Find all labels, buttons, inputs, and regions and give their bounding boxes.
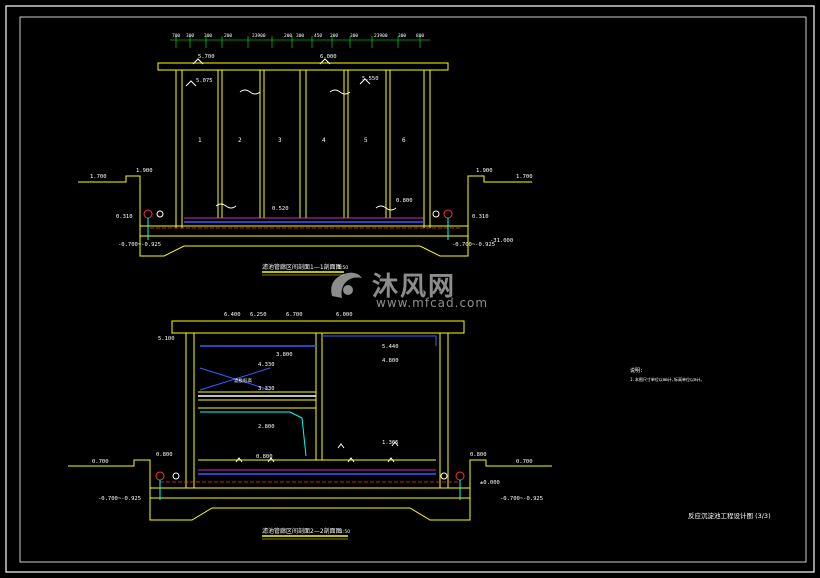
svg-text:200: 200: [330, 33, 338, 39]
svg-text:0.800: 0.800: [256, 454, 273, 460]
svg-text:0.700: 0.700: [516, 459, 533, 465]
svg-text:300: 300: [296, 33, 304, 39]
svg-text:6.000: 6.000: [336, 312, 353, 318]
svg-text:0.800: 0.800: [470, 452, 487, 458]
svg-text:1.700: 1.700: [90, 174, 107, 180]
svg-text:2: 2: [238, 137, 242, 144]
svg-text:1.365: 1.365: [382, 440, 399, 446]
svg-text:3.800: 3.800: [276, 352, 293, 358]
section-2-level-text: 5.100 6.400 6.250 6.700 6.000 5.440 4.80…: [92, 312, 543, 502]
svg-text:6.400: 6.400: [224, 312, 241, 318]
svg-text:300: 300: [204, 33, 212, 39]
watermark-en-text: www.mfcad.com: [376, 296, 489, 310]
svg-text:0.700: 0.700: [92, 459, 109, 465]
svg-text:1.900: 1.900: [136, 168, 153, 174]
svg-text:-0.700~-0.925: -0.700~-0.925: [452, 242, 495, 248]
svg-text:700: 700: [172, 33, 180, 39]
svg-text:0.310: 0.310: [472, 214, 489, 220]
svg-text:1:50: 1:50: [338, 265, 348, 271]
svg-text:4.330: 4.330: [258, 362, 275, 368]
svg-text:-0.700~-0.925: -0.700~-0.925: [98, 496, 141, 502]
svg-text:0.310: 0.310: [116, 214, 133, 220]
svg-text:5.550: 5.550: [362, 76, 379, 82]
svg-text:6: 6: [402, 137, 406, 144]
svg-text:5.100: 5.100: [158, 336, 175, 342]
svg-text:0.800: 0.800: [156, 452, 173, 458]
svg-text:0.520: 0.520: [272, 206, 289, 212]
watermark-cn-text: 沐风网: [372, 272, 457, 302]
svg-text:4.800: 4.800: [382, 358, 399, 364]
svg-text:800: 800: [416, 33, 424, 39]
watermark: 沐风网 www.mfcad.com: [326, 266, 496, 310]
watermark-logo-icon: [331, 272, 362, 298]
svg-text:5.700: 5.700: [198, 54, 215, 60]
svg-text:300: 300: [186, 33, 194, 39]
svg-text:-31.000: -31.000: [490, 238, 513, 244]
svg-text:6.700: 6.700: [286, 312, 303, 318]
svg-text:1: 1: [198, 137, 202, 144]
svg-text:1.900: 1.900: [476, 168, 493, 174]
outer-frame: [5, 5, 815, 573]
svg-text:1:50: 1:50: [340, 529, 350, 535]
svg-text:4: 4: [322, 137, 326, 144]
svg-text:5: 5: [364, 137, 368, 144]
svg-text:3: 3: [278, 137, 282, 144]
svg-text:450: 450: [314, 33, 322, 39]
svg-text:300: 300: [398, 33, 406, 39]
svg-text:23900: 23900: [252, 33, 266, 39]
section-1-dimension-text: 700 300 300 200 23900 200 300 450 200 300 239…: [172, 33, 424, 39]
section-1-title: 滤池管廊区间剖面1—1剖面图 1:50: [262, 263, 348, 276]
drawing-title: 反应沉淀池工程设计图 (3/3): [688, 511, 771, 520]
svg-text:6.250: 6.250: [250, 312, 267, 318]
svg-text:200: 200: [224, 33, 232, 39]
notes-block: 说明: 1.本图尺寸单位以mm计,标高单位以m计。: [630, 367, 704, 382]
svg-text:200: 200: [284, 33, 292, 39]
svg-text:5.440: 5.440: [382, 344, 399, 350]
svg-text:-0.700~-0.925: -0.700~-0.925: [118, 242, 161, 248]
svg-text:滤池管廊区间剖面1—1剖面图: 滤池管廊区间剖面1—1剖面图: [262, 263, 342, 271]
section-1-drawing: [78, 36, 532, 257]
cell-numbers: 1 2 3 4 5 6: [198, 137, 406, 144]
section-1-level-text: 5.700 6.000 5.075 5.550 1.900 1.700 1.90…: [90, 54, 533, 248]
svg-text:5.075: 5.075: [196, 78, 213, 84]
svg-text:滤池管廊区间剖面2—2剖面图: 滤池管廊区间剖面2—2剖面图: [262, 527, 342, 535]
svg-text:0.800: 0.800: [396, 198, 413, 204]
svg-text:2.800: 2.800: [258, 424, 275, 430]
svg-text:1.本图尺寸单位以mm计,标高单位以m计。: 1.本图尺寸单位以mm计,标高单位以m计。: [630, 376, 704, 382]
section-2-drawing: [68, 320, 552, 521]
svg-text:±0.000: ±0.000: [480, 480, 500, 486]
svg-text:3.330: 3.330: [258, 386, 275, 392]
svg-text:6.000: 6.000: [320, 54, 337, 60]
svg-text:1.700: 1.700: [516, 174, 533, 180]
svg-text:300: 300: [350, 33, 358, 39]
inner-frame: [19, 16, 807, 563]
svg-text:23900: 23900: [374, 33, 388, 39]
svg-text:滤板标高: 滤板标高: [234, 377, 252, 384]
svg-text:-0.700~-0.925: -0.700~-0.925: [500, 496, 543, 502]
svg-text:说明:: 说明:: [630, 367, 643, 374]
section-2-title: 滤池管廊区间剖面2—2剖面图 1:50: [262, 527, 350, 540]
